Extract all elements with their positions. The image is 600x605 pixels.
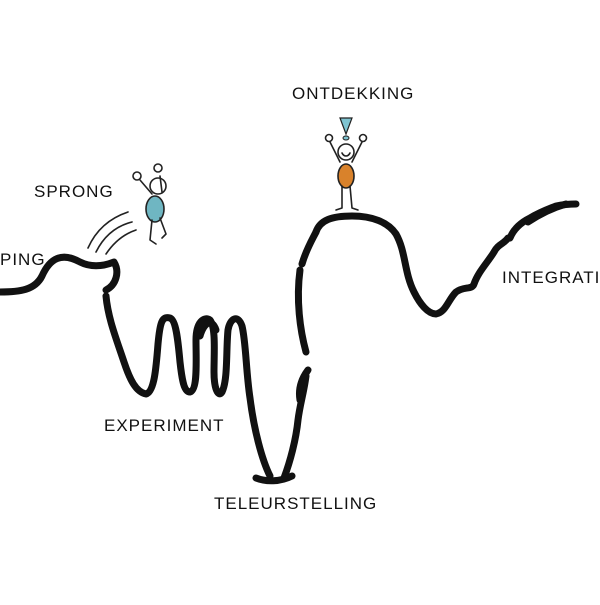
journey-line-experiment-accent: [196, 319, 220, 340]
stage-label-integratie: INTEGRATIE: [502, 268, 600, 287]
journey-line-experiment: [102, 292, 274, 480]
journey-line-start: [0, 253, 121, 296]
jumper-body: [145, 195, 165, 223]
journey-line-climb: [280, 372, 310, 482]
jumping-figure-icon: [87, 163, 167, 255]
journey-line-integration: [506, 200, 580, 242]
journey-line-integration-accent: [524, 200, 570, 226]
stage-label-ping: PING: [0, 250, 46, 269]
stage-label-teleurstelling: TELEURSTELLING: [214, 494, 378, 513]
exclamation-icon: [339, 117, 353, 141]
journey-line-valley: [252, 472, 296, 485]
journey-line-climb-3: [294, 266, 310, 356]
discoverer-body: [337, 163, 355, 189]
celebrating-figure-icon: [324, 133, 368, 211]
stage-label-sprong: SPRONG: [34, 182, 114, 201]
stage-label-experiment: EXPERIMENT: [104, 416, 225, 435]
journey-line-climb-4: [298, 228, 320, 268]
journey-line-peak: [312, 212, 512, 318]
stage-label-ontdekking: ONTDEKKING: [292, 84, 415, 103]
journey-line-climb-2: [296, 366, 312, 404]
